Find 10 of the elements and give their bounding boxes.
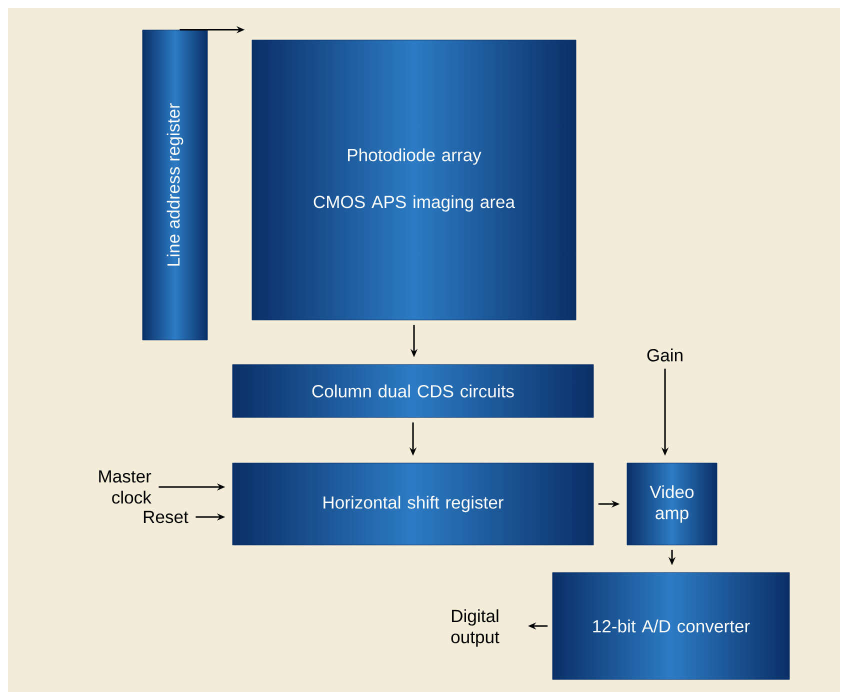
block-box: 12-bit A/D converter [552, 572, 790, 680]
signal-label: Gain [647, 348, 682, 362]
block-box: Photodiode array CMOS APS imaging area [252, 40, 576, 320]
block-box: Video amp [626, 462, 718, 546]
signal-label: Master clock [99, 470, 152, 504]
register-box: Line address register [142, 30, 208, 340]
signal-label: Digital output [451, 609, 500, 647]
signal-label: Reset [144, 510, 188, 524]
block-box: Column dual CDS circuits [232, 364, 594, 418]
block-box: Horizontal shift register [232, 462, 594, 546]
